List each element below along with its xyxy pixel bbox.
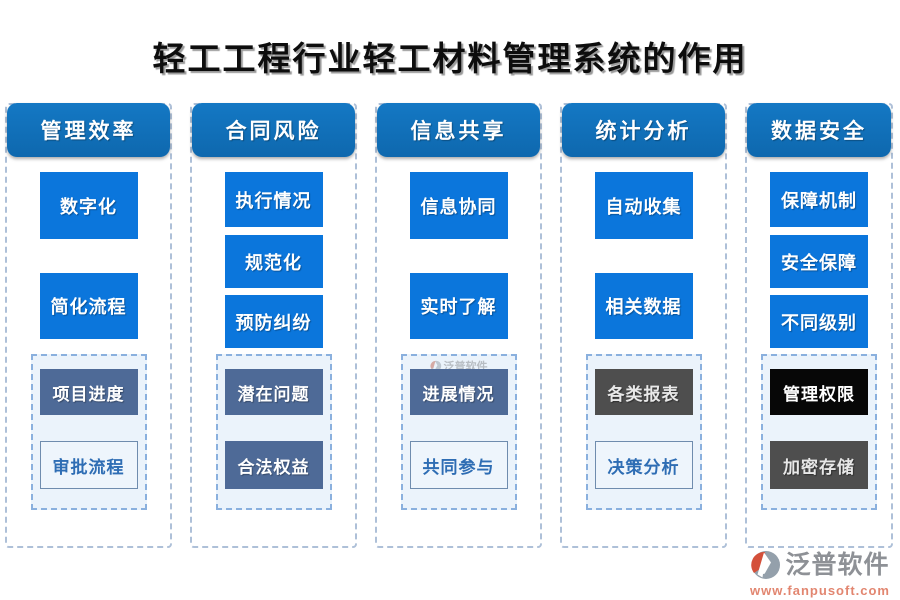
- detail-box: 潜在问题: [224, 369, 323, 415]
- detail-box: 项目进度: [39, 369, 138, 415]
- fanpu-brand-footer: 泛普软件 www.fanpusoft.com: [750, 549, 890, 597]
- column-header: 信息共享: [377, 103, 540, 157]
- page-title: 轻工工程行业轻工材料管理系统的作用: [152, 42, 748, 78]
- detail-box: 共同参与: [409, 441, 508, 489]
- column-information-sharing: 信息共享 信息协同 实时了解 泛普软件 进展情况 共同参与: [375, 103, 542, 548]
- feature-box: 实时了解: [409, 273, 508, 339]
- detail-box: 管理权限: [770, 369, 868, 415]
- detail-panel: 管理权限 加密存储: [761, 354, 877, 510]
- detail-box: 加密存储: [770, 441, 868, 489]
- detail-panel: 项目进度 审批流程: [30, 354, 147, 510]
- detail-panel: 各类报表 决策分析: [585, 354, 702, 510]
- brand-url: www.fanpusoft.com: [749, 583, 890, 598]
- feature-box: 数字化: [39, 172, 138, 239]
- watermark-logo-icon: [429, 360, 441, 372]
- feature-box: 相关数据: [594, 273, 693, 339]
- feature-box: 保障机制: [770, 172, 868, 227]
- feature-box: 自动收集: [594, 172, 693, 239]
- brand-name: 泛普软件: [785, 550, 890, 579]
- detail-box: 决策分析: [594, 441, 693, 489]
- detail-box: 各类报表: [594, 369, 693, 415]
- column-management-efficiency: 管理效率 数字化 简化流程 项目进度 审批流程: [5, 103, 172, 548]
- fanpu-logo-icon: [751, 551, 781, 579]
- column-contract-risk: 合同风险 执行情况 规范化 预防纠纷 潜在问题 合法权益: [190, 103, 357, 548]
- feature-box: 规范化: [224, 235, 323, 288]
- feature-box: 信息协同: [409, 172, 508, 239]
- detail-box: 合法权益: [224, 441, 323, 489]
- detail-panel: 潜在问题 合法权益: [215, 354, 332, 510]
- detail-box: 进展情况: [409, 369, 508, 415]
- feature-box: 预防纠纷: [224, 295, 323, 348]
- detail-box: 审批流程: [39, 441, 138, 489]
- feature-box: 安全保障: [770, 235, 868, 288]
- detail-panel: 泛普软件 进展情况 共同参与: [400, 354, 517, 510]
- column-header: 管理效率: [7, 103, 170, 157]
- column-header: 数据安全: [747, 103, 891, 157]
- feature-box: 执行情况: [224, 172, 323, 227]
- column-statistical-analysis: 统计分析 自动收集 相关数据 各类报表 决策分析: [560, 103, 727, 548]
- column-data-security: 数据安全 保障机制 安全保障 不同级别 管理权限 加密存储: [745, 103, 893, 548]
- feature-box: 简化流程: [39, 273, 138, 339]
- feature-box: 不同级别: [770, 295, 868, 348]
- column-header: 合同风险: [192, 103, 355, 157]
- column-header: 统计分析: [562, 103, 725, 157]
